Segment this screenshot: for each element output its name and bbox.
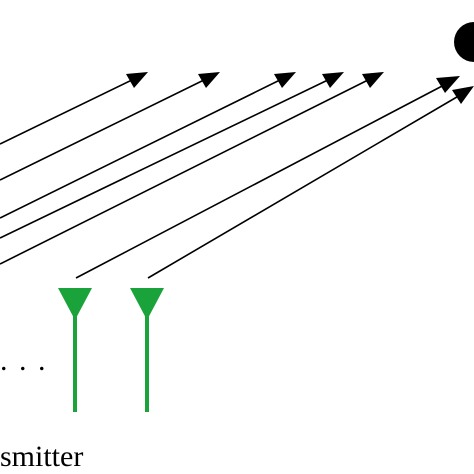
ray-7: [147, 86, 474, 279]
antenna-2: [130, 288, 164, 412]
ray-5: [0, 72, 384, 265]
target-circle: [454, 22, 474, 62]
ray-6: [75, 76, 460, 279]
ray-1: [0, 72, 148, 145]
rays: [0, 72, 474, 279]
antenna-1: [58, 288, 92, 412]
ray-2: [0, 72, 220, 181]
transmitter-caption: smitter: [0, 440, 84, 473]
ray-3: [0, 72, 296, 219]
ellipsis-label: . . .: [0, 344, 48, 377]
ray-4: [0, 72, 344, 239]
